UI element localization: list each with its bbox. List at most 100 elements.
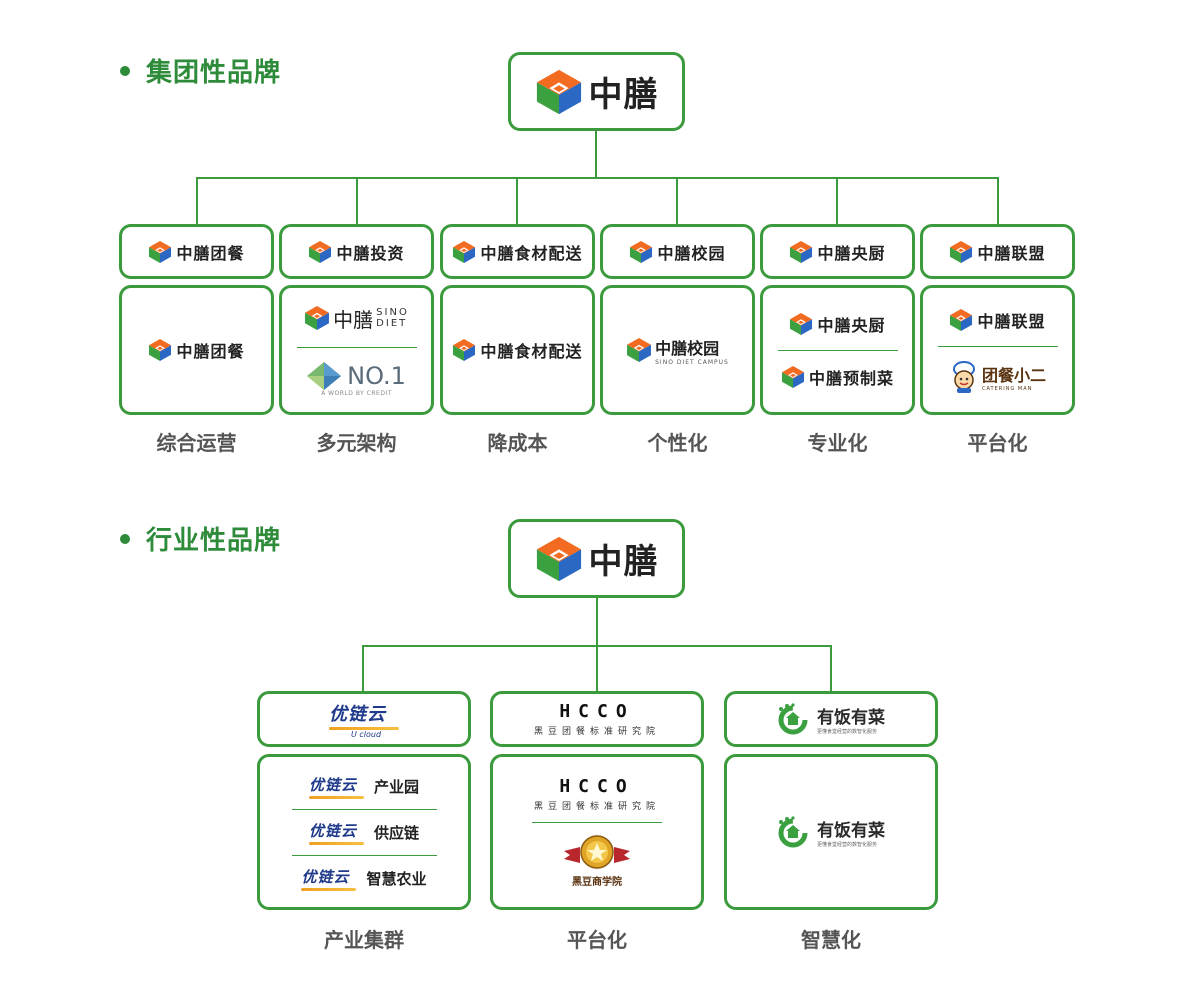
- zhongshan-cube-icon: [148, 338, 172, 362]
- hcco-subtitle: 黑豆团餐标准研究院: [533, 727, 660, 737]
- connector-line: [830, 645, 832, 692]
- caption: 平台化: [567, 928, 627, 952]
- detail-box-tuancan: 中膳团餐: [119, 285, 274, 415]
- hcco-logo: HCCO 黑豆团餐标准研究院: [534, 776, 660, 812]
- hcco-mark: HCCO: [559, 776, 635, 797]
- yfyc-subtitle: 更懂食堂经营的数智化服务: [817, 842, 878, 848]
- brand-label: 中膳联盟: [977, 243, 1046, 263]
- brand-box: 中膳团餐: [119, 224, 274, 279]
- divider: [532, 822, 662, 823]
- triangle-mosaic-icon: [307, 361, 342, 390]
- root-label: 中膳: [588, 542, 659, 582]
- divider: [291, 808, 437, 810]
- tuancan-xiaoer-logo: 团餐小二 CATERING MAN: [949, 360, 1046, 393]
- caption: 多元架构: [316, 431, 397, 455]
- zhongshan-cube-icon: [626, 337, 652, 363]
- brand-box: 中膳投资: [279, 224, 434, 279]
- caption: 综合运营: [156, 431, 237, 455]
- ucloud-item: 优链云 供应链: [308, 820, 419, 845]
- swoosh-decoration: [301, 887, 357, 891]
- ucloud-item: 优链云 产业园: [308, 774, 419, 799]
- connector-line: [362, 645, 364, 692]
- yfyc-subtitle: 更懂食堂经营的数智化服务: [817, 729, 878, 735]
- zhongshan-cube-icon: [949, 240, 973, 264]
- ucloud-item-label: 产业园: [373, 777, 419, 796]
- ucloud-item-label: 智慧农业: [366, 869, 427, 888]
- brand-label: 中膳央厨: [817, 243, 886, 263]
- connector-line: [516, 177, 518, 225]
- ucloud-item-label: 供应链: [373, 823, 419, 842]
- brand-box-ucloud: 优链云 U cloud: [257, 691, 471, 747]
- ucloud-name: 优链云: [329, 703, 386, 725]
- divider: [296, 346, 417, 348]
- divider: [937, 345, 1058, 347]
- chef-mascot-icon: [952, 360, 975, 393]
- sino-diet-text: SINO DIET: [376, 307, 409, 329]
- connector-line: [596, 645, 598, 692]
- medal-ribbon-icon: [564, 835, 630, 869]
- ucloud-item: 优链云 智慧农业: [301, 866, 427, 891]
- zhongshan-cube-icon: [452, 338, 476, 362]
- swoosh-decoration: [308, 841, 364, 845]
- sino-diet-logo: 中膳 SINO DIET: [304, 304, 409, 333]
- zhongshan-cube-icon: [304, 305, 330, 331]
- zhongshan-cube-icon: [452, 240, 476, 264]
- connector-line: [196, 177, 198, 225]
- detail-box-hcco: HCCO 黑豆团餐标准研究院 黑豆商学院: [490, 754, 704, 910]
- swoosh-decoration: [308, 795, 364, 799]
- yfyc-name: 有饭有菜: [817, 708, 885, 728]
- heidou-academy-logo: 黑豆商学院: [562, 833, 632, 888]
- section-title-group-text: 集团性品牌: [146, 58, 282, 88]
- detail-box-delivery: 中膳食材配送: [440, 285, 595, 415]
- brand-label: 中膳预制菜: [808, 368, 894, 388]
- brand-label: 中膳校园: [655, 338, 720, 358]
- connector-line: [997, 177, 999, 225]
- detail-box-campus: 中膳校园 SINO DIET CAMPUS: [600, 285, 755, 415]
- zhongshan-cube-icon: [789, 312, 813, 336]
- ucloud-name: 优链云: [308, 775, 357, 794]
- connector-line: [676, 177, 678, 225]
- caption: 个性化: [647, 431, 708, 455]
- caption: 智慧化: [801, 928, 861, 952]
- bullet-icon: [120, 533, 130, 544]
- zhongshan-cube-icon: [949, 308, 973, 332]
- detail-box-yfyc: 有饭有菜 更懂食堂经营的数智化服务: [724, 754, 938, 910]
- brand-label: 中膳: [333, 307, 374, 332]
- zhongshan-logo: 中膳: [535, 67, 659, 116]
- yfyc-logo: 有饭有菜 更懂食堂经营的数智化服务: [777, 703, 885, 735]
- zhongshan-cube-icon: [148, 240, 172, 264]
- detail-box-kitchen: 中膳央厨 中膳预制菜: [760, 285, 915, 415]
- section-title-industry: 行业性品牌: [120, 520, 281, 557]
- no1-subtitle: A WORLD BY CREDIT: [321, 389, 392, 397]
- ucloud-name: 优链云: [301, 867, 350, 886]
- detail-box-investment: 中膳 SINO DIET NO.1 A WORLD BY CREDIT: [279, 285, 434, 415]
- divider: [291, 854, 437, 856]
- hcco-logo: HCCO 黑豆团餐标准研究院: [534, 701, 660, 737]
- brand-label: 中膳联盟: [977, 311, 1046, 331]
- bullet-icon: [120, 65, 130, 76]
- ucloud-subtitle: U cloud: [351, 729, 382, 739]
- connector-line: [595, 131, 597, 178]
- sino-line: SINO: [376, 307, 409, 318]
- house-c-icon: [778, 816, 808, 848]
- brand-box: 中膳联盟: [920, 224, 1075, 279]
- brand-label: 中膳团餐: [176, 243, 245, 263]
- zhongshan-cube-icon: [535, 68, 583, 116]
- zhongshan-logo: 中膳: [535, 534, 659, 583]
- tuancan-xiaoer-text: 团餐小二: [981, 365, 1046, 385]
- brand-box: 中膳央厨: [760, 224, 915, 279]
- no1-logo: NO.1 A WORLD BY CREDIT: [307, 361, 406, 397]
- connector-line: [596, 598, 598, 646]
- zhongshan-cube-icon: [308, 240, 332, 264]
- caption: 降成本: [487, 431, 548, 455]
- divider: [777, 349, 898, 351]
- hcco-subtitle: 黑豆团餐标准研究院: [533, 802, 660, 812]
- ucloud-logo: 优链云 U cloud: [329, 700, 399, 739]
- zhongshan-cube-icon: [535, 535, 583, 583]
- detail-box-alliance: 中膳联盟 团餐小二 CATERING MAN: [920, 285, 1075, 415]
- root-node-group: 中膳: [508, 52, 685, 131]
- caption: 专业化: [807, 431, 868, 455]
- connector-line: [356, 177, 358, 225]
- caption: 平台化: [967, 431, 1028, 455]
